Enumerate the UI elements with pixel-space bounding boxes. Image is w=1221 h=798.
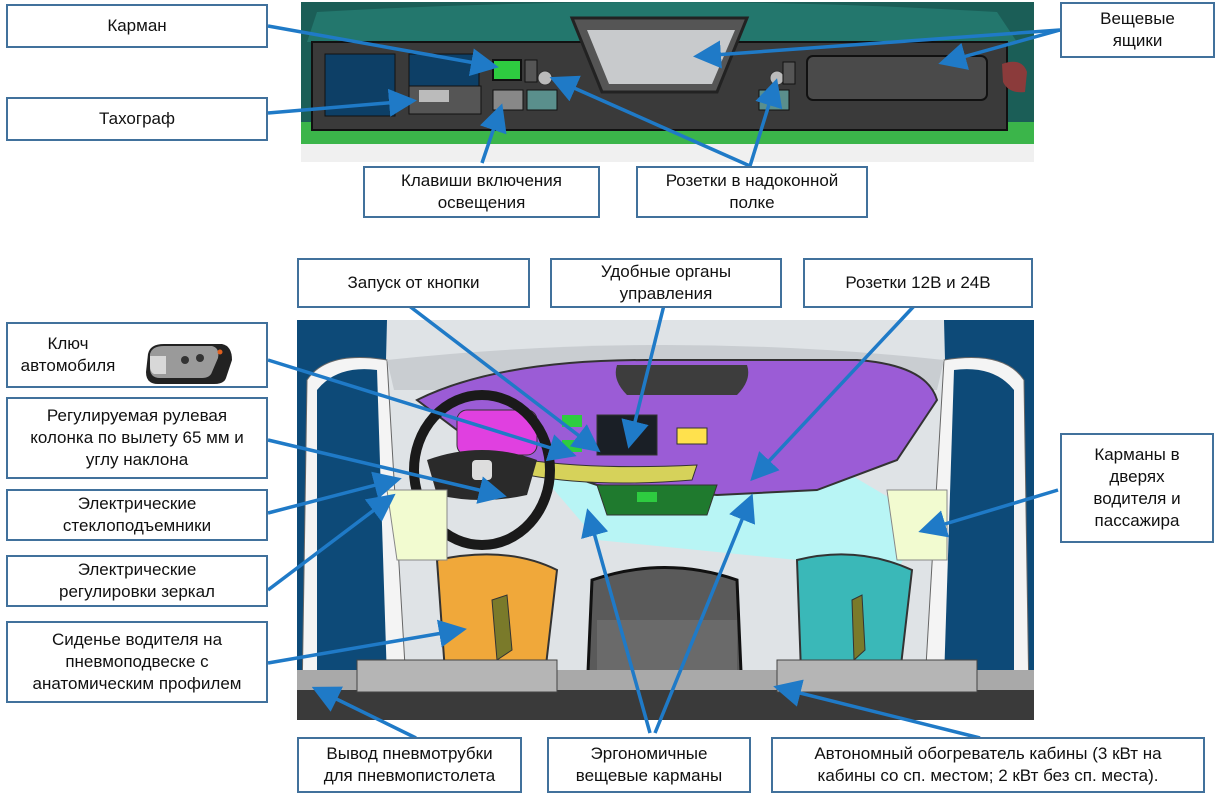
label-mirror-controls: Электрические регулировки зеркал bbox=[6, 555, 268, 607]
label-air-outlet: Вывод пневмотрубки для пневмопистолета bbox=[297, 737, 522, 793]
cab-interior-image bbox=[297, 320, 1034, 720]
label-heater: Автономный обогреватель кабины (3 кВт на… bbox=[771, 737, 1205, 793]
label-storage-pockets: Эргономичные вещевые карманы bbox=[547, 737, 751, 793]
label-sockets: Розетки 12В и 24В bbox=[803, 258, 1033, 308]
label-steering-column: Регулируемая рулевая колонка по вылету 6… bbox=[6, 397, 268, 479]
label-key: Ключ автомобиля bbox=[6, 322, 268, 388]
label-door-pockets: Карманы в дверях водителя и пассажира bbox=[1060, 433, 1214, 543]
label-tachograph: Тахограф bbox=[6, 97, 268, 141]
label-power-windows: Электрические стеклоподъемники bbox=[6, 489, 268, 541]
label-storage-boxes: Вещевые ящики bbox=[1060, 2, 1215, 58]
label-light-switches: Клавиши включения освещения bbox=[363, 166, 600, 218]
label-push-start: Запуск от кнопки bbox=[297, 258, 530, 308]
label-shelf-sockets: Розетки в надоконной полке bbox=[636, 166, 868, 218]
label-controls: Удобные органы управления bbox=[550, 258, 782, 308]
overhead-shelf-image bbox=[297, 2, 1034, 162]
label-key-text: Ключ автомобиля bbox=[20, 334, 116, 375]
label-pocket: Карман bbox=[6, 4, 268, 48]
label-driver-seat: Сиденье водителя на пневмоподвеске с ана… bbox=[6, 621, 268, 703]
car-key-icon bbox=[140, 316, 236, 394]
